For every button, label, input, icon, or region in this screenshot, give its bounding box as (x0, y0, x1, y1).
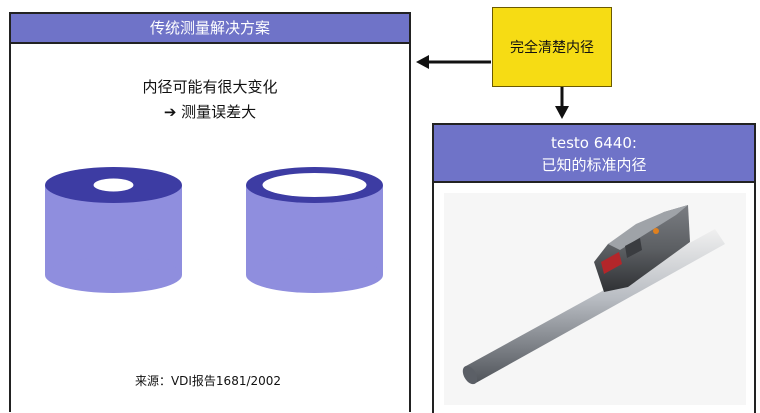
traditional-solution-title: 传统测量解决方案 (11, 14, 409, 44)
measurement-error-text: ➔ 测量误差大 (163, 103, 257, 121)
testo-6440-title: testo 6440: (551, 134, 637, 152)
known-diameter-callout: 完全清楚内径 (492, 7, 612, 87)
testo-6440-header: testo 6440: 已知的标准内径 (434, 125, 754, 183)
cylinder-small-bore (45, 167, 182, 293)
testo-6440-flow-meter (462, 205, 725, 385)
source-reference: 来源：VDI报告1681/2002 (134, 374, 282, 388)
cylinder-large-bore (246, 167, 383, 293)
arrow-to-traditional-panel (416, 55, 491, 69)
testo-6440-subtitle: 已知的标准内径 (541, 156, 647, 174)
diameter-variation-text: 内径可能有很大变化 (142, 78, 278, 96)
arrow-to-testo-panel (555, 87, 569, 119)
